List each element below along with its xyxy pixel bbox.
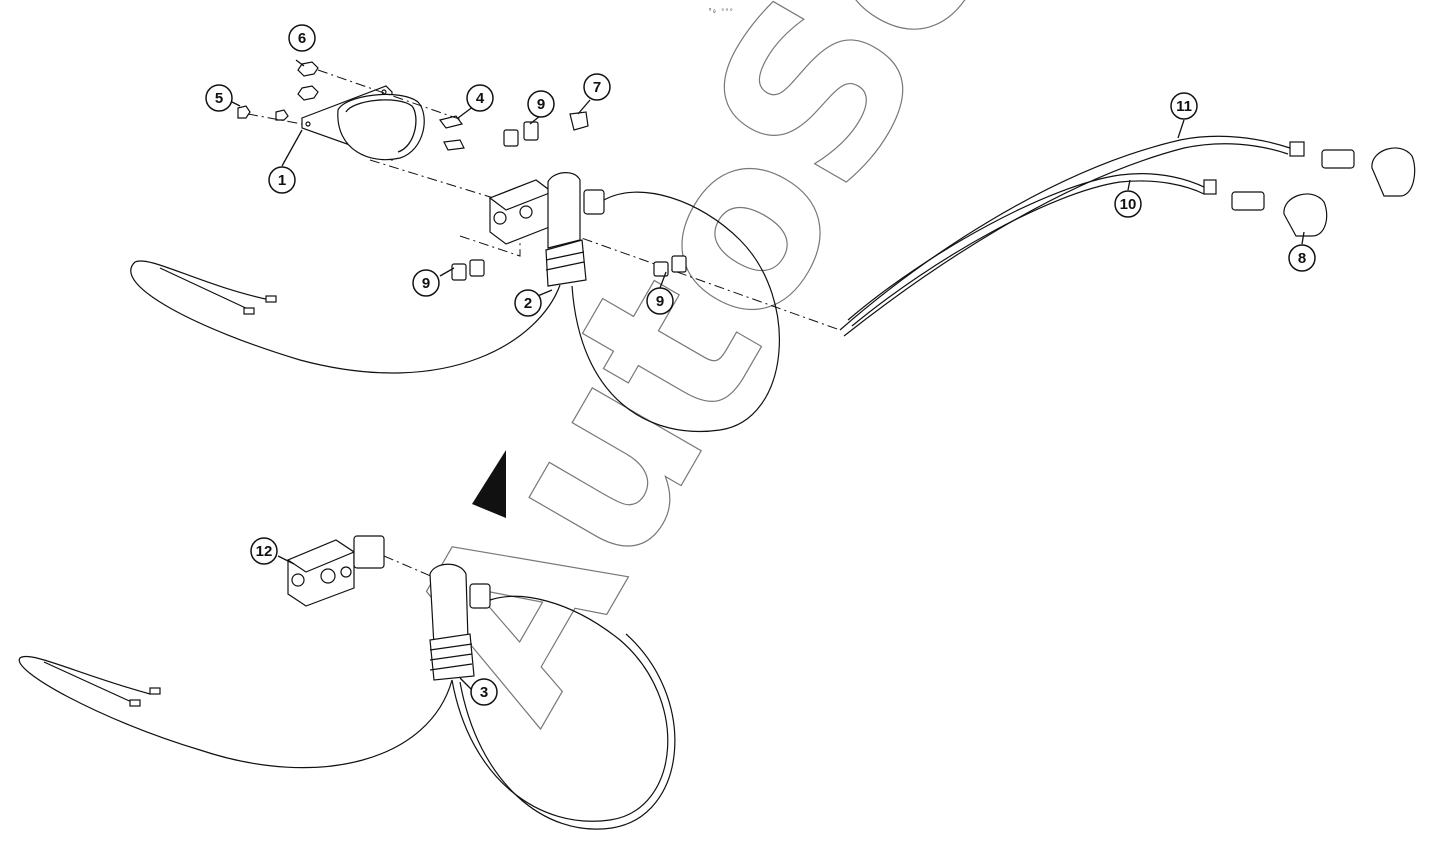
hose-part-11: [839, 135, 1291, 331]
watermark: AutoSoft: [356, 0, 1160, 758]
watermark-text: AutoSoft: [356, 0, 1159, 757]
svg-text:1: 1: [278, 172, 286, 189]
svg-text:7: 7: [593, 79, 601, 96]
alignment-line: [369, 159, 501, 201]
callout-11: 11: [1170, 92, 1198, 120]
svg-text:2: 2: [524, 295, 532, 312]
svg-text:11: 11: [1176, 98, 1192, 115]
valve-block-part-12: [286, 535, 385, 607]
svg-text:9: 9: [422, 275, 430, 292]
svg-text:9: 9: [656, 293, 664, 310]
header-mark: ⁰₀ ᵒᵒᵒ: [708, 7, 733, 15]
callout-9b: 9: [412, 269, 440, 297]
electrical-cable-lower: [18, 655, 453, 769]
hose-loop-lower: [451, 595, 669, 822]
callout-7: 7: [583, 73, 611, 101]
joystick-part-3: [429, 563, 491, 681]
screw-part-5: [237, 105, 289, 121]
svg-text:9: 9: [537, 96, 545, 113]
alignment-line: [247, 113, 303, 125]
callout-9a: 9: [527, 90, 555, 118]
callout-9c: 9: [646, 287, 674, 315]
direction-arrow: [472, 450, 506, 518]
nut-part-6: [297, 61, 319, 101]
hose-part-10: [847, 173, 1207, 321]
svg-text:4: 4: [476, 90, 485, 107]
fitting-part-9: [451, 121, 687, 281]
alignment-line: [544, 224, 841, 331]
bolt-part-4: [438, 115, 465, 151]
callout-8: 8: [1288, 244, 1316, 272]
svg-text:3: 3: [480, 684, 488, 701]
electrical-cable-upper: [130, 260, 561, 374]
svg-text:8: 8: [1298, 250, 1306, 267]
hose-loop-upper: [571, 191, 780, 433]
valve-block-upper: [488, 179, 554, 245]
callout-3: 3: [470, 678, 498, 706]
callout-1: 1: [268, 166, 296, 194]
svg-text:5: 5: [215, 90, 223, 107]
joystick-part-2: [545, 172, 605, 287]
callout-12: 12: [250, 537, 278, 565]
alignment-line: [459, 235, 521, 257]
coupler-part-8: [1203, 141, 1416, 237]
bracket-part-1: [301, 85, 425, 161]
callout-10: 10: [1114, 190, 1142, 218]
callout-5: 5: [205, 84, 233, 112]
svg-text:6: 6: [298, 30, 306, 47]
svg-text:12: 12: [256, 543, 273, 560]
callout-6: 6: [288, 24, 316, 52]
callout-2: 2: [514, 289, 542, 317]
callout-4: 4: [466, 84, 494, 112]
plug-part-7: [569, 111, 589, 131]
svg-text:10: 10: [1120, 196, 1137, 213]
alignment-line: [317, 69, 463, 121]
